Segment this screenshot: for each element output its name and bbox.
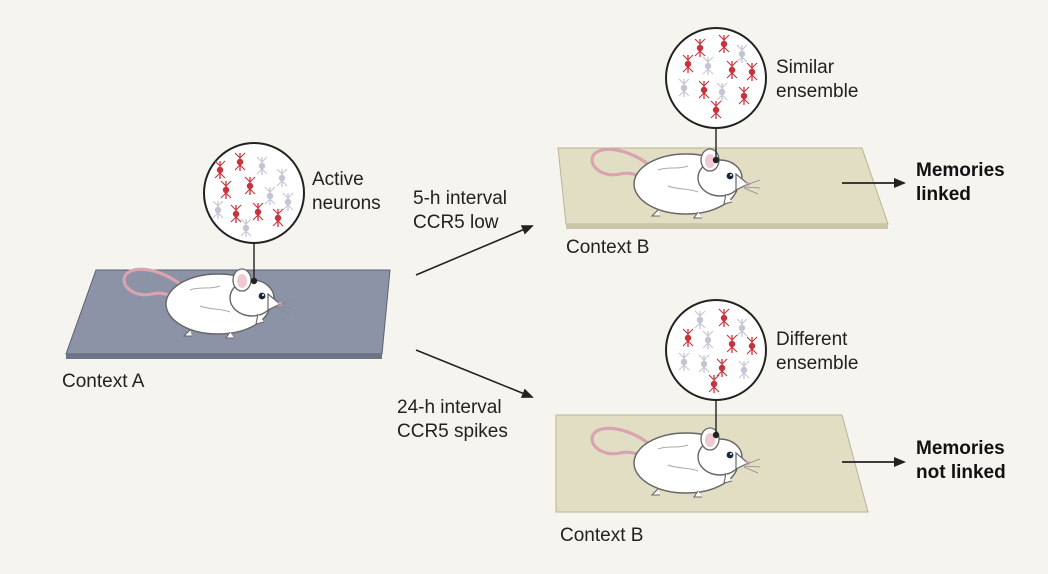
- active-neurons-line-1: Active: [312, 169, 364, 190]
- interval-short-line-2: CCR5 low: [413, 212, 499, 233]
- active-neurons-line-2: neurons: [312, 193, 381, 214]
- different-ensemble-line-2: ensemble: [776, 353, 859, 374]
- memories-not-linked-line-2: not linked: [916, 462, 1006, 483]
- connector-dots: [250, 156, 720, 439]
- interval-long-label: 24-h interval CCR5 spikes: [397, 396, 508, 444]
- neuron-ensemble-circle-similar: [665, 27, 767, 129]
- interval-long-line-2: CCR5 spikes: [397, 421, 508, 442]
- connector-lines: [253, 128, 717, 434]
- interval-long-line-1: 24-h interval: [397, 397, 502, 418]
- different-ensemble-line-1: Different: [776, 329, 848, 350]
- memories-linked-label: Memories linked: [916, 159, 1005, 207]
- memories-not-linked-label: Memories not linked: [916, 437, 1006, 485]
- similar-ensemble-line-1: Similar: [776, 57, 835, 78]
- similar-ensemble-label: Similar ensemble: [776, 56, 858, 104]
- memories-not-linked-line-1: Memories: [916, 438, 1005, 459]
- interval-short-line-1: 5-h interval: [413, 188, 507, 209]
- memories-linked-line-2: linked: [916, 184, 971, 205]
- neuron-ensemble-circle-active: [203, 142, 305, 244]
- arrow-to-context-b-bottom: [415, 349, 534, 398]
- memories-linked-line-1: Memories: [916, 160, 1005, 181]
- context-b-bottom-label: Context B: [560, 525, 644, 546]
- arrow-to-context-b-top: [415, 225, 534, 276]
- context-b-top-label: Context B: [566, 237, 650, 258]
- interval-short-label: 5-h interval CCR5 low: [413, 187, 507, 235]
- context-a-label: Context A: [62, 371, 145, 392]
- different-ensemble-label: Different ensemble: [776, 328, 858, 376]
- similar-ensemble-line-2: ensemble: [776, 81, 859, 102]
- active-neurons-label: Active neurons: [312, 168, 381, 216]
- neuron-ensemble-circle-different: [665, 299, 767, 401]
